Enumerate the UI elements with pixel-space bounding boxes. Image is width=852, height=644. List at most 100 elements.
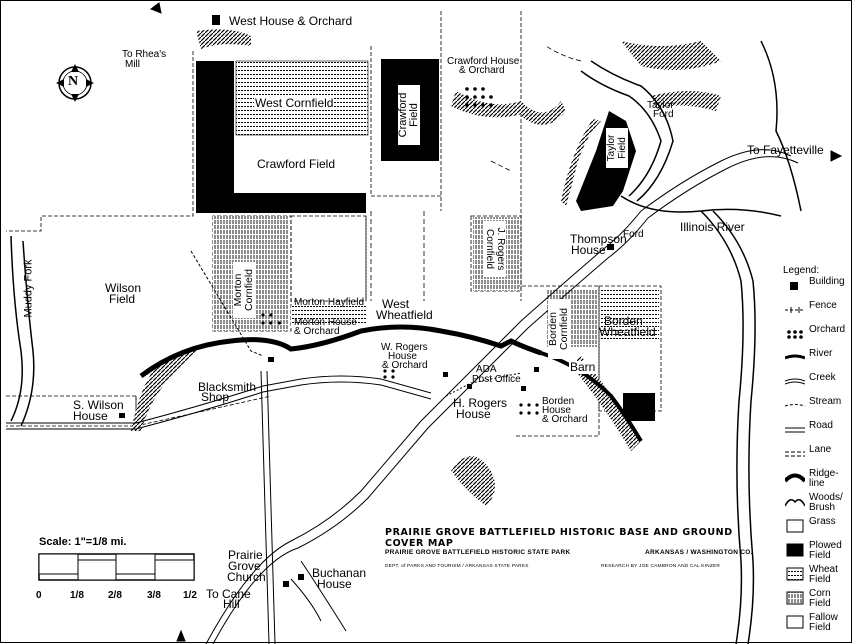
label-wilson-field-2: Field xyxy=(109,292,136,306)
label-blacksmith-1: Blacksmith xyxy=(198,380,257,394)
label-blacksmith-2: Shop xyxy=(201,390,230,404)
label-west-cornfield: West Cornfield xyxy=(254,96,335,110)
stream-icon xyxy=(785,404,805,407)
wheat-field-icon xyxy=(786,567,804,581)
label-morton-house-2: & Orchard xyxy=(294,326,340,337)
north-arrow-icon xyxy=(56,64,94,102)
legend-item: Creek xyxy=(785,373,852,397)
legend-item-label: Plowed Field xyxy=(809,540,842,561)
legend-item-label: Lane xyxy=(809,444,832,455)
label-w-rogers-3: & Orchard xyxy=(382,360,428,371)
corn-field-icon xyxy=(786,591,804,605)
legend-item-label: Grass xyxy=(809,516,836,527)
label-west-wheatfield-1: West xyxy=(382,297,410,311)
ridgeline-icon xyxy=(785,473,805,483)
legend-item-label: Fence xyxy=(809,300,837,311)
legend-item-label: Fallow Field xyxy=(809,612,838,633)
fallow-field-icon xyxy=(786,615,804,629)
label-w-rogers-2: House xyxy=(388,351,417,362)
label-prairie-grove-3: Church xyxy=(227,570,266,584)
building-markers xyxy=(119,15,614,587)
label-wilson-field-1: Wilson xyxy=(105,281,142,295)
building-icon xyxy=(790,282,798,290)
label-west-house: West House & Orchard xyxy=(229,14,353,28)
legend-item-label: Woods/ Brush xyxy=(809,492,843,513)
legend-item-label: Ridge- line xyxy=(809,468,839,489)
label-illinois-river: Illinois River xyxy=(680,220,745,234)
legend-item: River xyxy=(785,349,852,373)
label-w-rogers-1: W. Rogers xyxy=(381,342,428,353)
legend-item: Building xyxy=(785,277,852,301)
legend-item-label: Stream xyxy=(809,396,842,407)
label-h-rogers-2: House xyxy=(456,407,491,421)
legend-item: Grass xyxy=(785,517,852,541)
legend-item: Fallow Field xyxy=(785,613,852,637)
legend-title: Legend: xyxy=(783,265,820,276)
label-to-cane-hill-1: To Cane xyxy=(206,587,251,601)
label-prairie-grove-1: Prairie xyxy=(228,548,263,562)
north-label: N xyxy=(68,74,79,89)
label-taylor-field: Taylor Field xyxy=(606,128,628,168)
label-ford: Ford xyxy=(623,229,644,240)
scale-tick-4: 1/2 xyxy=(183,590,197,601)
legend-item: Wheat Field xyxy=(785,565,852,589)
label-to-rheas-mill-2: Mill xyxy=(125,59,140,70)
label-to-cane-hill-2: Hill xyxy=(223,597,240,611)
label-s-wilson-2: House xyxy=(73,409,108,423)
fence-icon xyxy=(785,307,805,313)
label-barn: Barn xyxy=(569,360,597,374)
label-borden-wheatfield-2: Wheatfield xyxy=(599,325,656,339)
label-s-wilson-1: S. Wilson xyxy=(73,398,124,412)
legend-item-label: Building xyxy=(809,276,845,287)
legend-item: Lane xyxy=(785,445,852,469)
label-borden-wheatfield-1: Borden xyxy=(604,314,643,328)
plowed-field-icon xyxy=(786,543,804,557)
label-to-rheas-mill-1: To Rhea's xyxy=(122,49,167,60)
map-subtitle-left: PRAIRIE GROVE BATTLEFIELD HISTORIC STATE… xyxy=(385,549,571,556)
label-taylor-ford-1: Taylor xyxy=(647,100,674,111)
legend-item: Orchard xyxy=(785,325,852,349)
lane-icon xyxy=(785,451,805,457)
map-title-block: PRAIRIE GROVE BATTLEFIELD HISTORIC BASE … xyxy=(385,527,765,597)
creek-icon xyxy=(785,378,805,385)
label-muddy-fork: Muddy Fork xyxy=(22,259,35,318)
scale-tick-2: 2/8 xyxy=(108,590,122,601)
grass-icon xyxy=(786,519,804,533)
orchard-icon xyxy=(787,330,803,339)
map-credit-right: RESEARCH BY JOE CAMBRON AND CAL KINZER xyxy=(601,564,721,569)
legend-item: Woods/ Brush xyxy=(785,493,852,517)
orchard-dots xyxy=(261,87,539,415)
scale-tick-3: 3/8 xyxy=(147,590,161,601)
legend-item-label: Road xyxy=(809,420,833,431)
legend-item: Corn Field xyxy=(785,589,852,613)
legend-item: Road xyxy=(785,421,852,445)
map-credit-left: DEPT. of PARKS AND TOURISM / ARKANSAS ST… xyxy=(385,564,529,569)
legend-item-label: River xyxy=(809,348,833,359)
map-title: PRAIRIE GROVE BATTLEFIELD HISTORIC BASE … xyxy=(385,527,733,549)
map-subtitle-right: ARKANSAS / WASHINGTON CO. xyxy=(645,549,753,556)
legend-item-label: Orchard xyxy=(809,324,846,335)
legend-item: Ridge- line xyxy=(785,469,852,493)
legend-item-label: Corn Field xyxy=(809,588,831,609)
legend-item-label: Wheat Field xyxy=(809,564,838,585)
label-ada-1: ADA xyxy=(476,364,497,375)
woods-brush-icon xyxy=(785,499,805,507)
scale-tick-0: 0 xyxy=(36,590,42,601)
label-crawford-field: Crawford Field xyxy=(257,157,336,171)
legend-item: Stream xyxy=(785,397,852,421)
label-crawford-house-1: Crawford House xyxy=(447,56,520,67)
label-morton-hayfield: Morton Hayfield xyxy=(294,297,365,308)
label-borden-house-3: & Orchard xyxy=(542,414,588,425)
label-taylor-ford-2: Ford xyxy=(653,109,674,120)
label-ada-2: Post Office xyxy=(472,374,521,385)
label-crawford-house-2: & Orchard xyxy=(459,65,505,76)
label-crawford-plowed: Crawford Field xyxy=(397,85,420,145)
label-buchanan-1: Buchanan xyxy=(312,566,367,580)
legend-item-label: Creek xyxy=(809,372,836,383)
label-prairie-grove-2: Grove xyxy=(228,559,261,573)
label-h-rogers-1: H. Rogers xyxy=(453,396,508,410)
label-to-fayetteville: To Fayetteville xyxy=(747,143,824,157)
legend-item: Plowed Field xyxy=(785,541,852,565)
